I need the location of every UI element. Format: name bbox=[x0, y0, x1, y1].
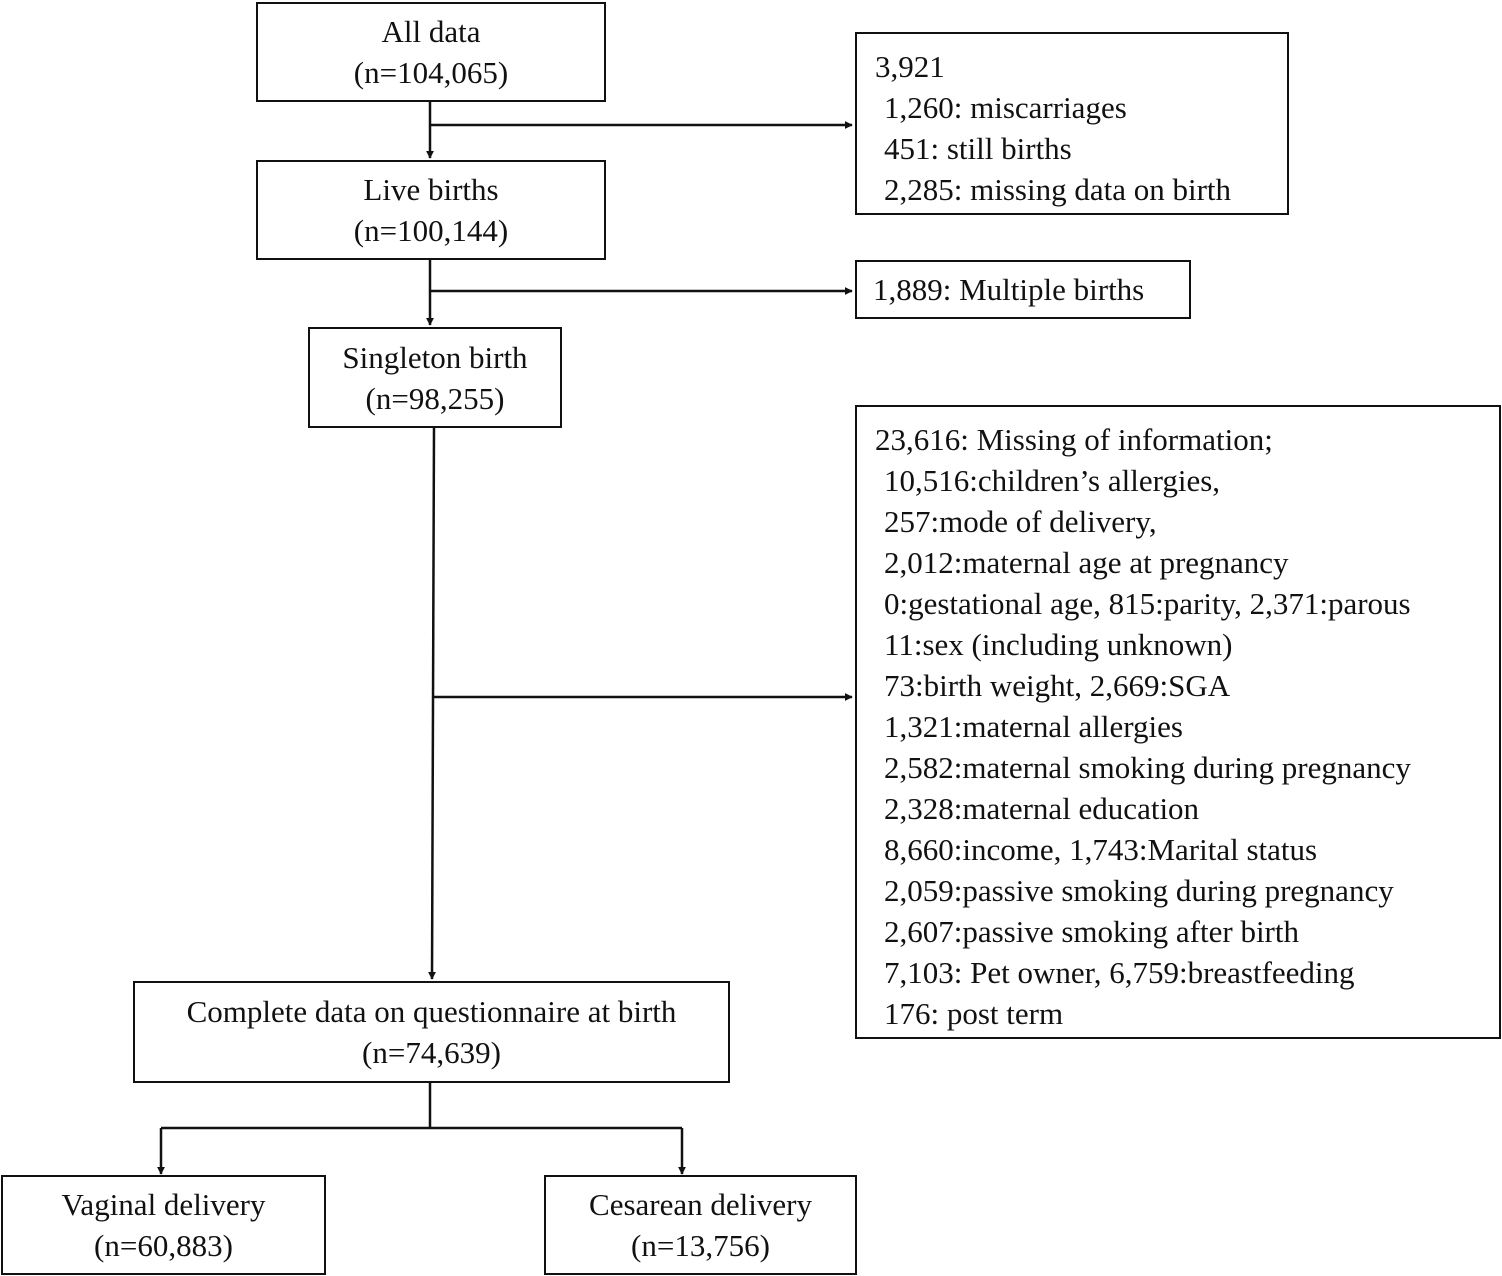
exclusion-3-item: 73:birth weight, 2,669:SGA bbox=[884, 668, 1231, 703]
singleton-birth-title: Singleton birth bbox=[342, 339, 528, 375]
live-births-box: Live births (n=100,144) bbox=[256, 160, 606, 260]
exclusion-2-text: 1,889: Multiple births bbox=[873, 272, 1145, 307]
exclusion-box-2: 1,889: Multiple births bbox=[855, 260, 1191, 319]
exclusion-3-item: 2,059:passive smoking during pregnancy bbox=[884, 873, 1394, 908]
exclusion-3-item: 2,012:maternal age at pregnancy bbox=[884, 545, 1289, 580]
exclusion-box-1: 3,921 1,260: miscarriages 451: still bir… bbox=[855, 32, 1289, 215]
exclusion-3-item: 176: post term bbox=[884, 996, 1064, 1031]
cesarean-delivery-title: Cesarean delivery bbox=[589, 1187, 812, 1222]
exclusion-3-item: 1,321:maternal allergies bbox=[884, 709, 1183, 744]
cesarean-delivery-box: Cesarean delivery (n=13,756) bbox=[544, 1175, 857, 1275]
exclusion-3-total: 23,616: Missing of information; bbox=[875, 422, 1273, 457]
live-births-title: Live births bbox=[363, 172, 499, 207]
exclusion-1-item: 451: still births bbox=[884, 131, 1072, 166]
vaginal-delivery-title: Vaginal delivery bbox=[61, 1187, 266, 1222]
singleton-birth-box: Singleton birth (n=98,255) bbox=[308, 327, 562, 428]
all-data-box: All data (n=104,065) bbox=[256, 2, 606, 102]
exclusion-3-item: 7,103: Pet owner, 6,759:breastfeeding bbox=[884, 955, 1355, 990]
all-data-count: (n=104,065) bbox=[353, 55, 509, 90]
vaginal-delivery-box: Vaginal delivery (n=60,883) bbox=[1, 1175, 326, 1275]
complete-data-title: Complete data on questionnaire at birth bbox=[186, 994, 677, 1029]
arrow-singleton-to-complete bbox=[428, 426, 437, 980]
exclusion-box-3: 23,616: Missing of information; 10,516:c… bbox=[855, 405, 1501, 1039]
exclusion-3-item: 2,582:maternal smoking during pregnancy bbox=[884, 750, 1411, 785]
exclusion-3-item: 11:sex (including unknown) bbox=[884, 627, 1233, 662]
complete-data-box: Complete data on questionnaire at birth … bbox=[133, 981, 730, 1083]
live-births-count: (n=100,144) bbox=[353, 213, 509, 248]
exclusion-3-item: 257:mode of delivery, bbox=[884, 504, 1157, 539]
exclusion-1-item: 1,260: miscarriages bbox=[884, 90, 1127, 125]
complete-data-count: (n=74,639) bbox=[362, 1035, 501, 1070]
exclusion-3-item: 10,516:children’s allergies, bbox=[884, 463, 1221, 498]
exclusion-3-item: 2,607:passive smoking after birth bbox=[884, 914, 1299, 949]
all-data-title: All data bbox=[381, 14, 481, 49]
exclusion-1-total: 3,921 bbox=[875, 49, 945, 84]
exclusion-3-item: 2,328:maternal education bbox=[884, 791, 1200, 826]
singleton-birth-count: (n=98,255) bbox=[365, 380, 505, 416]
cesarean-delivery-count: (n=13,756) bbox=[631, 1228, 770, 1263]
exclusion-3-item: 8,660:income, 1,743:Marital status bbox=[884, 832, 1318, 867]
exclusion-1-item: 2,285: missing data on birth bbox=[884, 172, 1232, 207]
exclusion-3-item: 0:gestational age, 815:parity, 2,371:par… bbox=[884, 586, 1411, 621]
vaginal-delivery-count: (n=60,883) bbox=[94, 1228, 233, 1263]
